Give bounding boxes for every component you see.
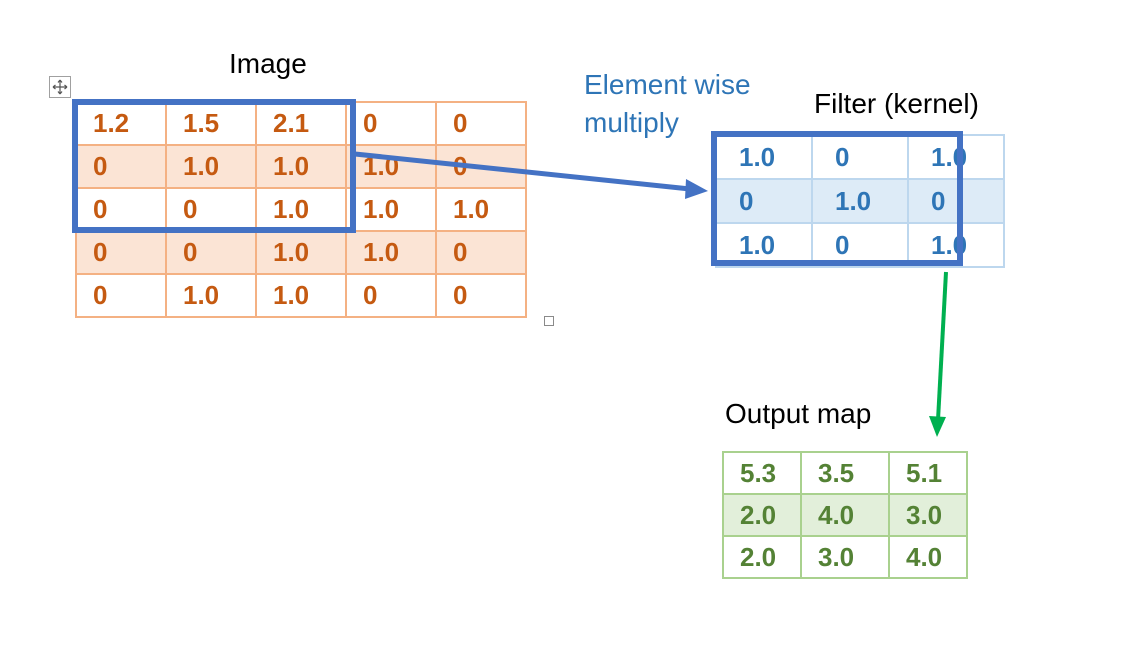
image-cell[interactable]: 0: [435, 273, 527, 318]
resize-handle-icon[interactable]: [544, 316, 554, 326]
table-row: 0 0 1.0 1.0 1.0: [75, 187, 527, 232]
image-cell[interactable]: 1.0: [255, 273, 347, 318]
output-cell[interactable]: 3.5: [800, 451, 890, 495]
table-row: 0 0 1.0 1.0 0: [75, 230, 527, 275]
receptive-field-window: [72, 99, 356, 233]
table-row: 0 1.0 0: [715, 178, 1005, 224]
image-cell[interactable]: 0: [345, 101, 437, 146]
image-cell[interactable]: 0: [435, 101, 527, 146]
move-icon: [52, 79, 68, 95]
filter-window: [711, 131, 963, 266]
output-grid: 5.3 3.5 5.1 2.0 4.0 3.0 2.0 3.0 4.0: [722, 451, 968, 579]
output-cell[interactable]: 2.0: [722, 535, 802, 579]
image-cell[interactable]: 0: [345, 273, 437, 318]
output-cell[interactable]: 4.0: [888, 535, 968, 579]
filter-cell[interactable]: 1.0: [715, 134, 813, 180]
table-row: 2.0 4.0 3.0: [722, 493, 968, 537]
image-cell[interactable]: 0: [75, 230, 167, 275]
table-row: 2.0 3.0 4.0: [722, 535, 968, 579]
table-move-handle[interactable]: [49, 76, 71, 98]
output-title: Output map: [725, 398, 872, 429]
image-cell[interactable]: 1.0: [255, 187, 347, 232]
output-cell[interactable]: 3.0: [800, 535, 890, 579]
image-cell[interactable]: 1.0: [165, 144, 257, 189]
output-cell[interactable]: 5.3: [722, 451, 802, 495]
filter-cell[interactable]: 0: [811, 134, 909, 180]
image-cell[interactable]: 1.0: [345, 230, 437, 275]
image-cell[interactable]: 0: [75, 273, 167, 318]
image-cell[interactable]: 0: [435, 230, 527, 275]
output-cell[interactable]: 4.0: [800, 493, 890, 537]
filter-cell[interactable]: 1.0: [811, 178, 909, 224]
filter-cell[interactable]: 0: [907, 178, 1005, 224]
table-row: 5.3 3.5 5.1: [722, 451, 968, 495]
image-cell[interactable]: 1.0: [165, 273, 257, 318]
multiply-arrow: [354, 151, 708, 199]
output-cell[interactable]: 2.0: [722, 493, 802, 537]
output-arrow: [929, 271, 948, 437]
output-cell[interactable]: 3.0: [888, 493, 968, 537]
image-cell[interactable]: 0: [165, 230, 257, 275]
output-cell[interactable]: 5.1: [888, 451, 968, 495]
operation-label: Element wise multiply: [584, 69, 751, 138]
filter-title: Filter (kernel): [814, 88, 979, 119]
filter-cell[interactable]: 0: [715, 178, 813, 224]
image-cell[interactable]: 1.0: [255, 230, 347, 275]
table-row: 0 1.0 1.0 0 0: [75, 273, 527, 318]
image-cell[interactable]: 1.0: [435, 187, 527, 232]
image-cell[interactable]: 0: [75, 144, 167, 189]
image-cell[interactable]: 1.0: [255, 144, 347, 189]
image-title: Image: [229, 48, 307, 79]
image-cell[interactable]: 1.0: [345, 187, 437, 232]
